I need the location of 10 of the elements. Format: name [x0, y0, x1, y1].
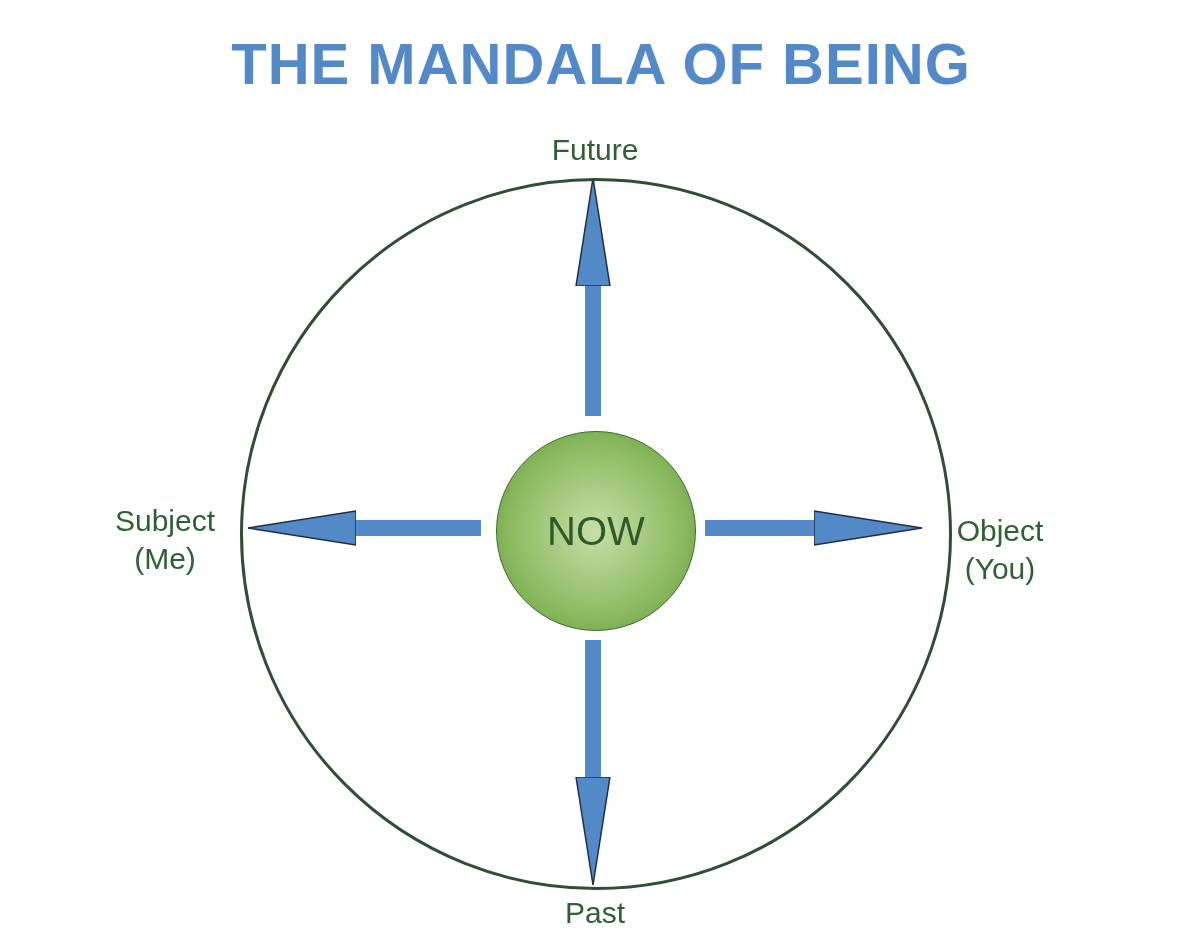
diagram-title: THE MANDALA OF BEING — [230, 30, 972, 97]
direction-text: Future — [551, 132, 639, 168]
arrow — [705, 510, 923, 546]
direction-text: Past — [565, 895, 625, 931]
arrow — [247, 510, 481, 546]
direction-text: Subject (Me) — [113, 503, 217, 577]
center-label: NOW — [547, 512, 645, 550]
arrow — [575, 640, 611, 886]
outer-circle — [240, 178, 952, 890]
direction-text: Object (You) — [955, 513, 1045, 587]
